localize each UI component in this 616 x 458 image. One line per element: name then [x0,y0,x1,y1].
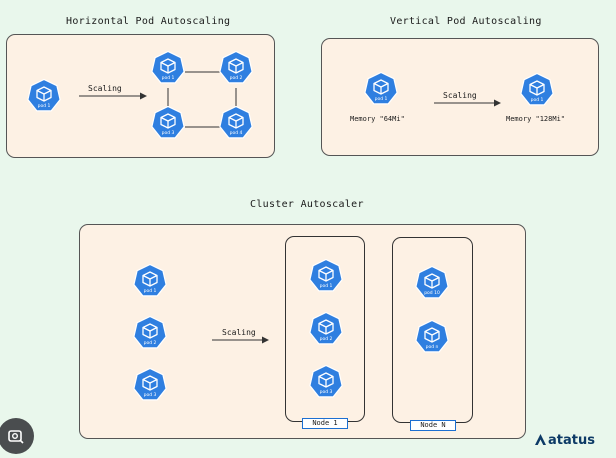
memory-after-label: Memory "128Mi" [506,115,566,123]
lens-button[interactable] [0,418,34,454]
vpa-panel [321,38,599,156]
cube-icon [142,323,158,339]
cube-icon [160,58,176,74]
pod-icon: pod 10 [415,266,449,302]
pod-label: pod n [426,344,439,350]
cluster-autoscaler-title: Cluster Autoscaler [250,199,364,210]
cube-icon [529,80,545,96]
cube-icon [318,319,334,335]
pod-label: pod 1 [375,96,388,102]
cube-icon [142,375,158,391]
connectors [79,71,501,344]
cube-icon [160,113,176,129]
cube-icon [318,266,334,282]
pod-icon: pod 4 [219,106,253,142]
atatus-logo-icon [535,434,546,445]
ca-scaling-label: Scaling [222,328,256,337]
pod-label: pod 1 [162,75,175,81]
atatus-logo-text: atatus [548,433,595,448]
pod-label: pod 1 [531,97,544,103]
pod-icon: pod 3 [133,368,167,404]
cube-icon [228,113,244,129]
pod-icon: pod n [415,320,449,356]
cube-icon [142,271,158,287]
pod-icon: pod 2 [219,51,253,87]
pod-icon: pod 1 [309,259,343,295]
pod-icon: pod 1 [133,264,167,300]
cube-icon [373,79,389,95]
pod-label: pod 1 [38,103,51,109]
pod-icon: pod 3 [309,365,343,401]
camera-search-icon [8,430,24,444]
cube-icon [318,372,334,388]
pod-label: pod 3 [144,392,157,398]
pod-label: pod 2 [144,340,157,346]
pod-label: pod 10 [424,290,440,296]
pod-icon: pod 1 [520,73,554,109]
pod-label: pod 1 [144,288,157,294]
pod-icon: pod 2 [309,312,343,348]
hpa-title: Horizontal Pod Autoscaling [66,16,231,27]
node-1-label: Node 1 [302,418,348,429]
vpa-scaling-label: Scaling [443,91,477,100]
pod-label: pod 2 [230,75,243,81]
pod-label: pod 4 [230,130,243,136]
pod-icon: pod 1 [27,79,61,115]
cube-icon [228,58,244,74]
pod-label: pod 3 [162,130,175,136]
pod-icon: pod 3 [151,106,185,142]
node-n-label: Node N [410,420,456,431]
memory-before-label: Memory "64Mi" [350,115,405,123]
pod-label: pod 1 [320,283,333,289]
pod-label: pod 3 [320,389,333,395]
cube-icon [424,273,440,289]
cube-icon [36,86,52,102]
hpa-scaling-label: Scaling [88,84,122,93]
atatus-logo: atatus [535,433,595,448]
pod-label: pod 2 [320,336,333,342]
pod-icon: pod 2 [133,316,167,352]
pod-icon: pod 1 [151,51,185,87]
vpa-title: Vertical Pod Autoscaling [390,16,542,27]
cube-icon [424,327,440,343]
pod-icon: pod 1 [364,72,398,108]
